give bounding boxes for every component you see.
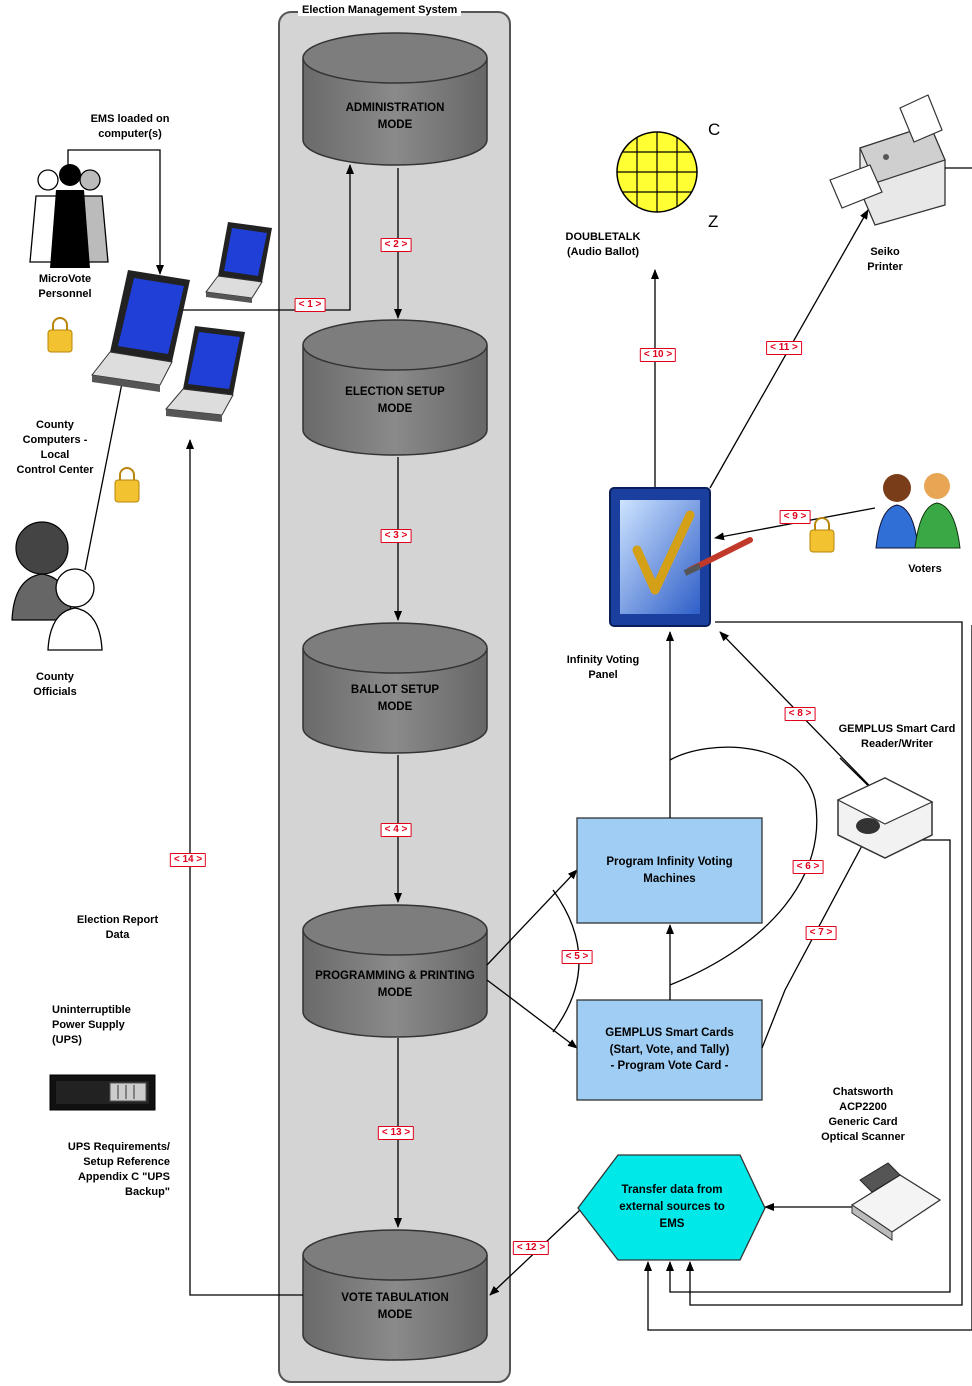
personnel-icon: [29, 164, 109, 268]
step-6: < 6 >: [792, 860, 824, 874]
ups-reference-label: UPS Requirements/ Setup Reference Append…: [67, 1141, 170, 1198]
voting-panel-icon: [609, 487, 753, 627]
step-4: < 4 >: [380, 823, 412, 837]
system-title: Election Management System: [298, 4, 462, 16]
feedback-loop-reader: [666, 839, 951, 1293]
smart-cards-label: GEMPLUS Smart Cards (Start, Vote, and Ta…: [605, 1026, 734, 1073]
scanner-icon: [850, 1162, 942, 1241]
printer-icon: [829, 94, 972, 226]
mode-admin-label: ADMINISTRATION MODE: [345, 102, 445, 132]
step-7: < 7 >: [805, 926, 837, 940]
lock-icon: [114, 467, 140, 503]
laptop-small-icon: [205, 222, 272, 303]
step-11: < 11 >: [766, 341, 802, 355]
arrow-1: [148, 164, 354, 311]
step-14: < 14 >: [169, 853, 207, 867]
officials-icon: [11, 521, 103, 651]
transfer-label: Transfer data from external sources to E…: [619, 1184, 725, 1230]
cylinder-admin: [302, 32, 488, 166]
ups-label: Uninterruptible Power Supply (UPS): [52, 1004, 131, 1046]
step-1: < 1 >: [294, 298, 326, 312]
election-report-label: Election Report Data: [76, 914, 159, 941]
transfer-hexagon: [577, 1154, 766, 1261]
cylinder-programming: [302, 904, 488, 1038]
step-2: < 2 >: [380, 238, 412, 252]
feedback-loop-inner: [686, 621, 963, 1306]
card-reader-icon: [836, 777, 934, 859]
voting-panel-label: Infinity Voting Panel: [566, 654, 640, 681]
personnel-label: MicroVote Personnel: [38, 273, 92, 300]
ups-icon: [49, 1074, 156, 1111]
arrow-7: [761, 811, 881, 1049]
lock-icon: [47, 317, 73, 353]
doubletalk-label: DOUBLETALK (Audio Ballot): [565, 231, 641, 258]
cylinder-election-setup: [302, 319, 488, 456]
mode-ballot-setup-label: BALLOT SETUP MODE: [350, 684, 440, 714]
step-8: < 8 >: [784, 707, 816, 721]
letter-c: C: [708, 120, 721, 139]
laptop-county-icon: [165, 326, 245, 422]
program-machines-box: [576, 817, 763, 924]
step-13: < 13 >: [377, 1126, 415, 1140]
arrow-5-upper: [486, 869, 578, 966]
card-reader-label: GEMPLUS Smart Card Reader/Writer: [838, 723, 956, 750]
arrow-14: [186, 439, 303, 1296]
cylinder-ballot-setup: [302, 622, 488, 754]
step-12: < 12 >: [512, 1241, 550, 1255]
laptop-main-icon: [91, 270, 190, 392]
officials-connector: [84, 377, 124, 571]
county-officials-label: County Officials: [33, 671, 77, 698]
letter-z: Z: [708, 212, 719, 231]
mode-programming-label: PROGRAMMING & PRINTING MODE: [315, 970, 475, 1000]
scanner-label: Chatsworth ACP2200 Generic Card Optical …: [821, 1086, 905, 1143]
step-3: < 3 >: [380, 529, 412, 543]
cylinder-tabulation: [302, 1229, 488, 1361]
arrow-6-arc: [669, 746, 818, 986]
mode-election-setup-label: ELECTION SETUP MODE: [345, 386, 445, 416]
step-9: < 9 >: [779, 510, 811, 524]
ems-loaded-label: EMS loaded on computer(s): [90, 113, 170, 140]
doubletalk-globe-icon: [616, 131, 698, 213]
program-machines-label: Program Infinity Voting Machines: [606, 855, 733, 885]
lock-icon: [809, 517, 835, 553]
feedback-loop-outer: [644, 625, 972, 1331]
county-computers-label: County Computers - Local Control Center: [16, 419, 94, 476]
step-10: < 10 >: [639, 348, 677, 362]
arrow-5-lower: [486, 979, 578, 1049]
mode-tabulation-label: VOTE TABULATION MODE: [341, 1292, 449, 1322]
voters-icon: [875, 473, 961, 549]
voters-label: Voters: [908, 563, 942, 575]
printer-label: Seiko Printer: [867, 246, 903, 273]
step-5: < 5 >: [561, 950, 593, 964]
arrow-8: [719, 631, 896, 813]
